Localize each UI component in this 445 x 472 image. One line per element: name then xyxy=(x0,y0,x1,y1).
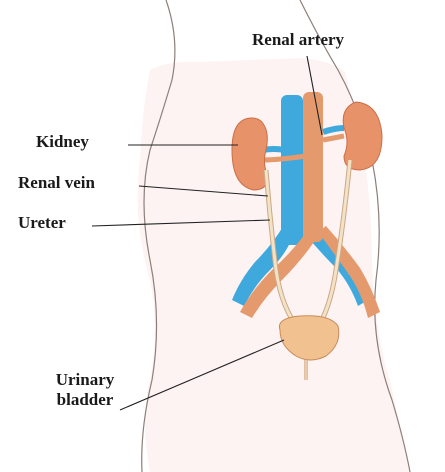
label-renal-vein: Renal vein xyxy=(18,173,95,193)
label-urinary-bladder-line1: Urinary xyxy=(44,370,126,390)
label-urinary-bladder-line2: bladder xyxy=(44,390,126,410)
label-urinary-bladder: Urinary bladder xyxy=(44,370,126,409)
label-renal-artery: Renal artery xyxy=(252,30,344,50)
label-ureter: Ureter xyxy=(18,213,66,233)
label-kidney: Kidney xyxy=(36,132,89,152)
right-kidney xyxy=(343,102,382,170)
